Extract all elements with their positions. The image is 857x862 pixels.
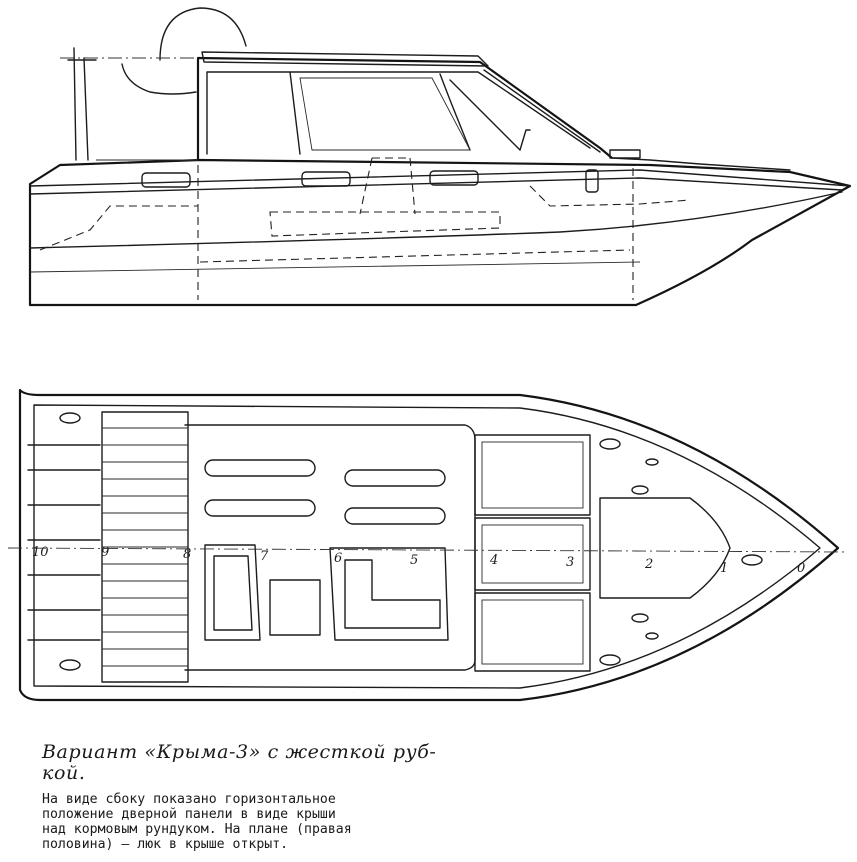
aft-seat-dashed <box>39 205 198 251</box>
boat-drawing: 10 9 8 7 6 5 4 3 2 1 0 <box>7 7 852 702</box>
engine-box <box>269 579 321 636</box>
caption-title: Вариант «Крыма-3» с жесткой руб- кой. <box>42 742 442 784</box>
side-view <box>28 7 852 307</box>
bow-rail <box>611 157 791 171</box>
hatch-fore-right <box>474 592 591 672</box>
drawing-canvas: 10 9 8 7 6 5 4 3 2 1 0 <box>7 7 852 702</box>
station-label: 5 <box>410 553 418 568</box>
station-label: 10 <box>32 545 49 560</box>
caption-body-line: На виде сбоку показано горизонтальное <box>42 792 336 807</box>
station-label: 7 <box>260 549 269 564</box>
station-label: 8 <box>183 547 191 562</box>
cabin-outline <box>196 56 613 160</box>
hull-outline <box>28 158 852 307</box>
figure-caption: Вариант «Крыма-3» с жесткой руб- кой. На… <box>42 742 442 853</box>
floor-dashed <box>269 211 501 237</box>
station-label: 2 <box>644 557 653 572</box>
cabin-roof <box>201 51 489 67</box>
plan-hull-inner <box>33 404 821 689</box>
floor-slat-1 <box>204 459 316 477</box>
station-label: 4 <box>489 553 498 568</box>
fitting-starboard <box>631 613 649 623</box>
aft-bench-slats <box>102 427 188 667</box>
swing-arc <box>121 63 197 95</box>
hatch-fore-mid <box>474 517 591 591</box>
door-panel-arc <box>159 7 247 61</box>
seat-right <box>329 547 449 641</box>
bow-cleat <box>609 149 641 159</box>
caption-title-line: кой. <box>42 762 86 784</box>
plan-hull-outer <box>18 388 840 702</box>
fitting-port <box>631 485 649 495</box>
foredeck-hatch <box>599 497 731 599</box>
side-window <box>299 77 471 151</box>
windshield <box>439 69 601 153</box>
caption-body-line: над кормовым рундуком. На плане (правая <box>42 822 352 837</box>
hull-port-2 <box>301 171 351 187</box>
bow-cleat-plan <box>741 554 763 566</box>
station-label: 0 <box>797 561 805 576</box>
bow-berth-dashed <box>529 185 691 207</box>
cabin-inner-frame <box>206 71 591 155</box>
hull-port-3 <box>429 170 479 186</box>
hull-port-1 <box>141 172 191 188</box>
seat-support-dashed <box>359 157 416 215</box>
hatch-glass-1 <box>481 441 584 509</box>
rubbing-strake <box>29 177 843 195</box>
caption-body-line: половина) — люк в крыше открыт. <box>42 837 289 852</box>
plan-view: 10 9 8 7 6 5 4 3 2 1 0 <box>7 388 846 702</box>
hull-port-4 <box>585 169 599 193</box>
caption-body: На виде сбоку показано горизонтальное по… <box>42 792 442 852</box>
wheel <box>519 129 531 151</box>
keel-line <box>29 261 641 273</box>
stern-post <box>67 47 97 161</box>
cleat-aft-top <box>59 412 81 424</box>
cleat-aft-bottom <box>59 659 81 671</box>
station-label: 6 <box>334 551 342 566</box>
cleat-bow-bottom <box>599 654 621 666</box>
centerline <box>7 547 846 553</box>
caption-title-line: Вариант «Крыма-3» с жесткой руб- <box>42 741 437 763</box>
station-label: 9 <box>101 545 109 560</box>
floor-slat-4 <box>344 507 446 525</box>
sheer-line <box>29 169 851 187</box>
caption-body-line: положение дверной панели в виде крыши <box>42 807 336 822</box>
floor-slat-3 <box>344 469 446 487</box>
waterline-dashed <box>199 249 631 263</box>
vent-bottom <box>645 632 659 640</box>
cleat-bow-top <box>599 438 621 450</box>
chine-line <box>29 191 843 249</box>
hatch-glass-3 <box>481 599 584 665</box>
stern-lockers <box>27 444 101 641</box>
vent-top <box>645 458 659 466</box>
station-label: 1 <box>720 561 728 576</box>
floor-slat-2 <box>204 499 316 517</box>
station-label: 3 <box>566 555 574 570</box>
hatch-fore-left <box>474 434 591 516</box>
seat-left <box>204 544 261 641</box>
hatch-glass-2 <box>481 524 584 584</box>
